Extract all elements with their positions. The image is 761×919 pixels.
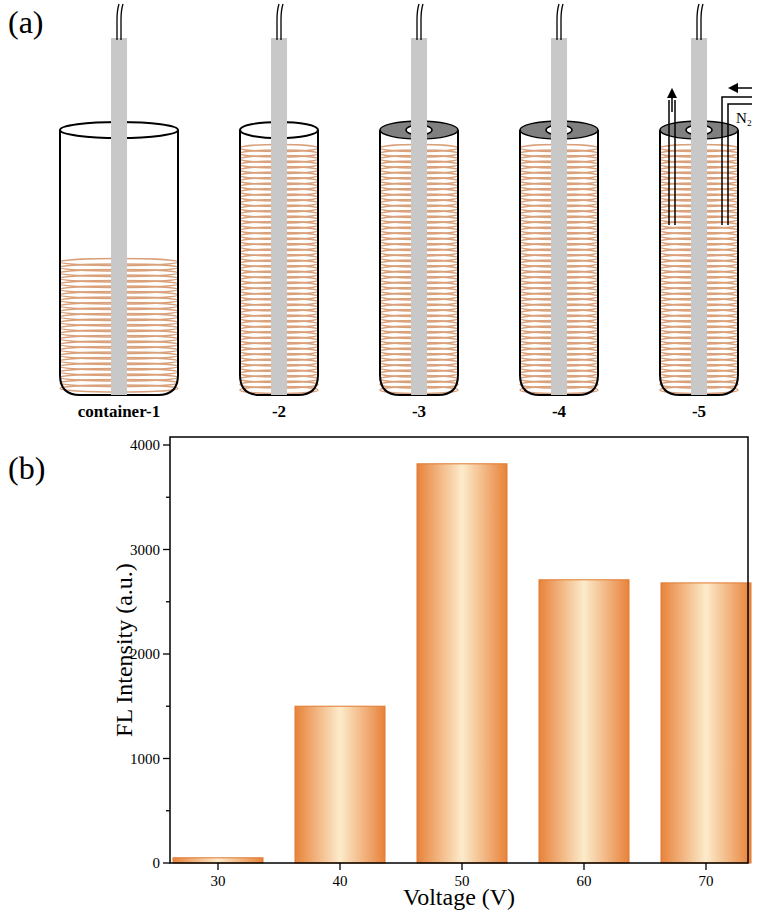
bar-chart [163, 437, 751, 870]
gas-tubes [669, 88, 752, 225]
tick-label: 60 [577, 874, 592, 889]
tick-label: 50 [455, 874, 470, 889]
container-label: -4 [552, 403, 566, 422]
tick-label: 0 [153, 856, 161, 871]
container-label: -3 [412, 403, 426, 422]
container: -5 [655, 120, 743, 422]
tick-label: 40 [333, 874, 348, 889]
gas-label: N₂ [736, 111, 752, 126]
tick-label: 70 [699, 874, 714, 889]
electrode-wires [117, 4, 703, 40]
tick-label: 4000 [130, 438, 160, 453]
tick-label: 1000 [130, 751, 160, 766]
tick-label: 30 [211, 874, 226, 889]
electrodes [111, 38, 707, 395]
container: -4 [515, 120, 603, 422]
container-label: -5 [692, 403, 706, 422]
panel-letter: (a) [8, 6, 44, 38]
panel-letter: (b) [8, 452, 45, 484]
tick-label: 2000 [130, 647, 160, 662]
container-label: -2 [272, 403, 286, 422]
axis-title: Voltage (V) [403, 885, 515, 909]
coil-windings [60, 145, 738, 394]
container: -3 [375, 120, 463, 422]
container-label: container-1 [78, 403, 160, 422]
tick-label: 3000 [130, 542, 160, 557]
container: -2 [235, 120, 323, 422]
containers [60, 122, 738, 395]
container: container-1 [55, 120, 183, 422]
